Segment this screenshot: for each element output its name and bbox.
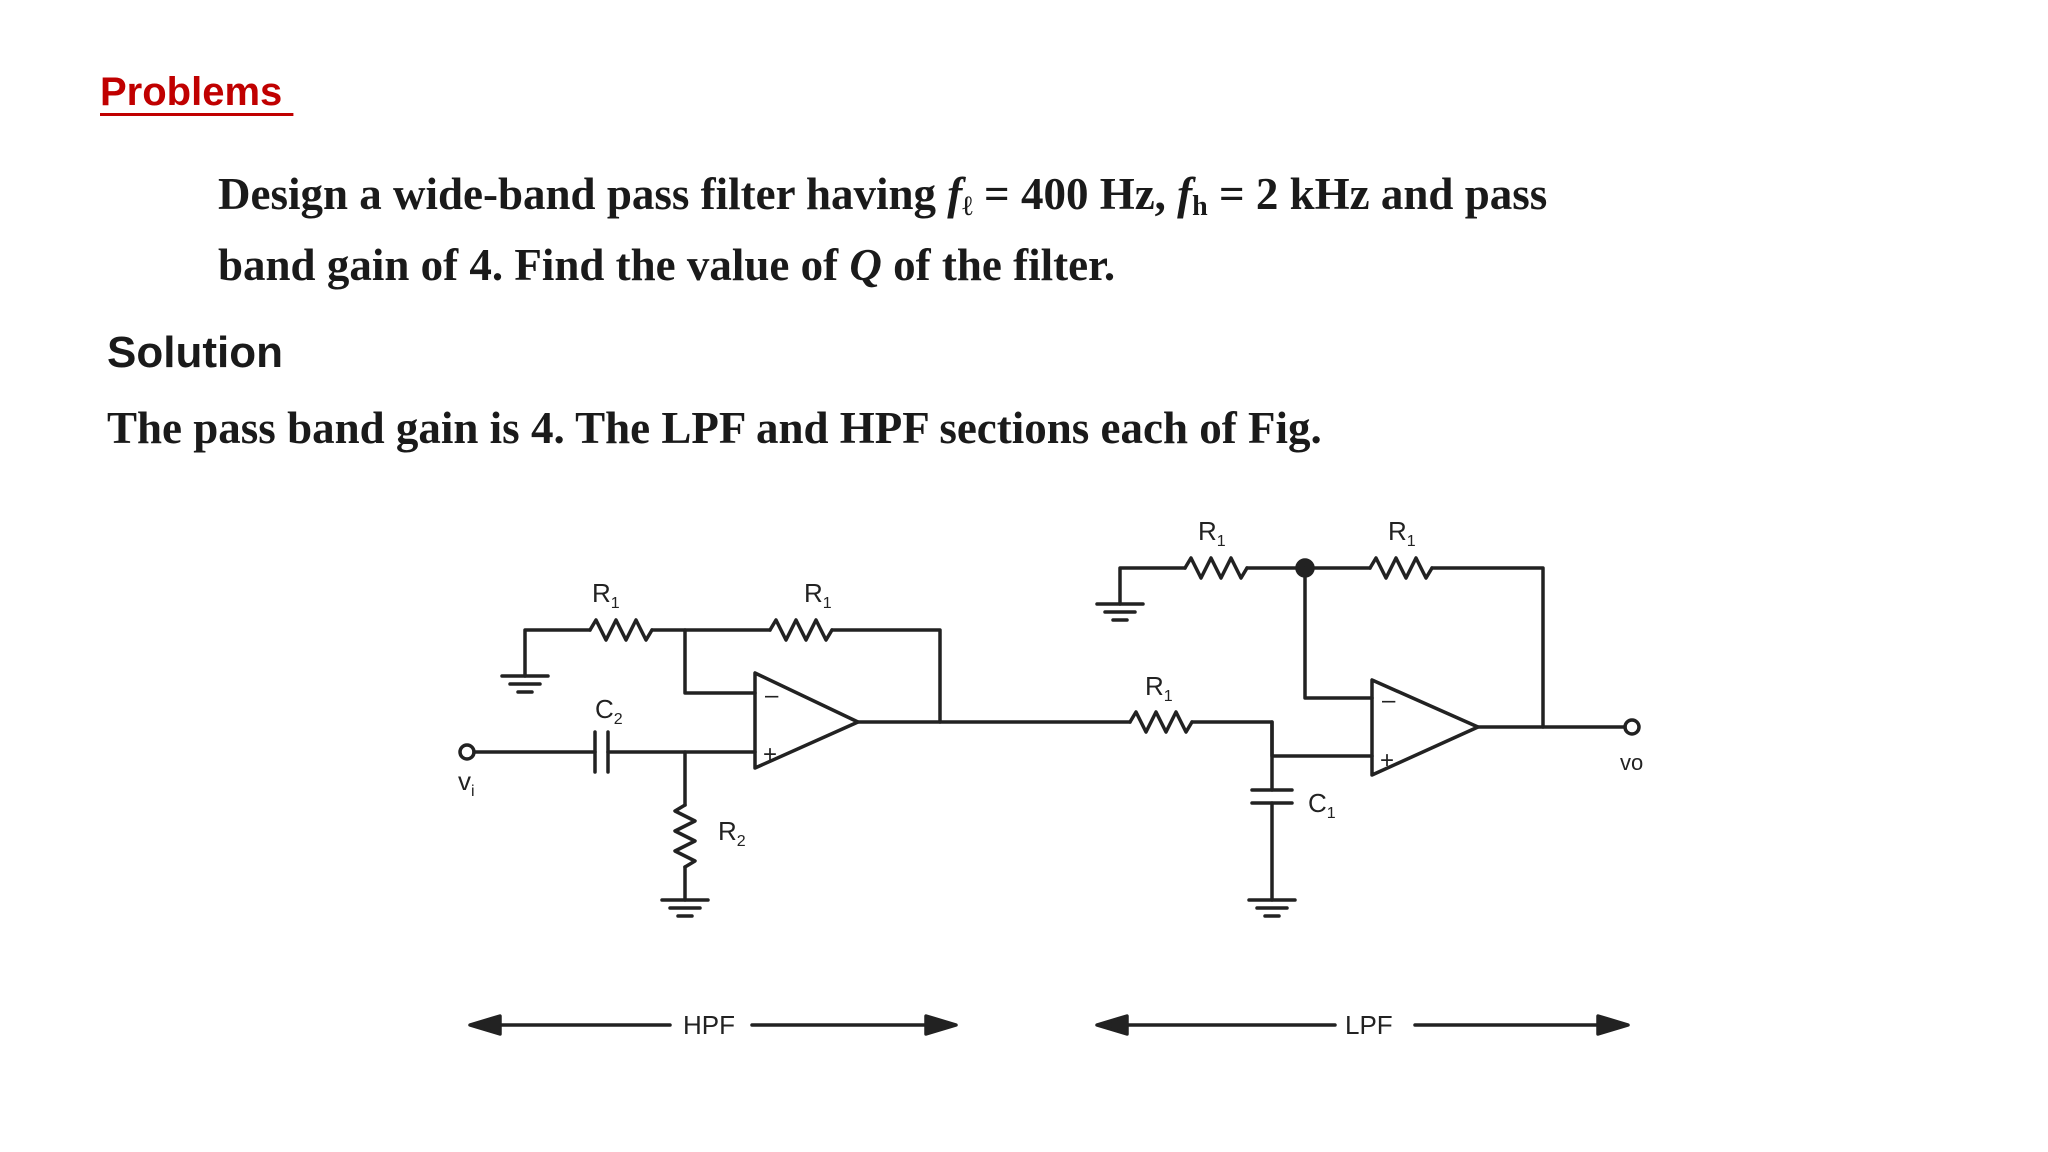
label-hpf: HPF	[683, 1010, 735, 1040]
label-vo: vo	[1620, 750, 1643, 775]
problem-text: band gain of 4. Find the value of	[218, 240, 850, 290]
arrow-right-icon	[1596, 1014, 1630, 1036]
label-c2: C2	[595, 694, 623, 728]
wire	[1430, 566, 1545, 729]
arrow-right-icon	[924, 1014, 958, 1036]
label-r1-hpf-input: R1	[592, 578, 620, 612]
input-terminal	[458, 743, 476, 761]
wire	[1190, 720, 1374, 758]
resistor-r1-hpf-input	[588, 618, 654, 642]
opamp-lpf-minus: –	[1382, 687, 1396, 714]
problem-text: = 400 Hz,	[972, 169, 1178, 219]
ground-icon	[1095, 566, 1187, 622]
label-lpf: LPF	[1345, 1010, 1393, 1040]
opamp-hpf	[753, 671, 860, 770]
fh-symbol: f	[1177, 169, 1193, 219]
opamp-lpf-plus: +	[1380, 747, 1394, 774]
label-vi: vi	[458, 766, 475, 800]
q-symbol: Q	[849, 240, 882, 290]
arrow-left-icon	[1095, 1014, 1129, 1036]
ground-icon	[500, 628, 592, 694]
label-r2: R2	[718, 816, 746, 850]
resistor-r1-lpf-input	[1128, 710, 1194, 734]
problem-text: Design a wide-band pass filter having	[218, 169, 948, 219]
resistor-r2	[673, 803, 697, 869]
opamp-lpf	[1370, 678, 1480, 777]
problem-text: of the filter.	[881, 240, 1116, 290]
wire	[830, 628, 942, 724]
label-r1-lpf-ground: R1	[1198, 516, 1226, 550]
opamp-hpf-minus: –	[765, 682, 779, 709]
fh-subscript: h	[1192, 191, 1208, 222]
label-r1-hpf-feedback: R1	[804, 578, 832, 612]
solution-text: The pass band gain is 4. The LPF and HPF…	[107, 403, 1322, 453]
ground-icon	[660, 898, 710, 918]
output-terminal	[1623, 718, 1641, 736]
fl-subscript: ℓ	[962, 191, 973, 222]
wire	[683, 628, 757, 695]
label-r1-lpf-input: R1	[1145, 671, 1173, 705]
fl-symbol: f	[947, 169, 963, 219]
problem-text: = 2 kHz and pass	[1207, 169, 1548, 219]
solution-title: Solution	[107, 328, 283, 377]
label-r1-lpf-feedback: R1	[1388, 516, 1416, 550]
resistor-r1-lpf-ground	[1183, 556, 1249, 580]
capacitor-c1	[1250, 788, 1294, 805]
wire	[1303, 566, 1374, 700]
ground-icon	[1247, 898, 1297, 918]
label-c1: C1	[1308, 788, 1336, 822]
opamp-hpf-plus: +	[763, 741, 777, 768]
resistor-r1-lpf-feedback	[1368, 556, 1434, 580]
resistor-r1-hpf-feedback	[768, 618, 834, 642]
problem-statement: Design a wide-band pass filter having fℓ…	[218, 165, 1868, 294]
capacitor-c2	[593, 730, 610, 774]
arrow-left-icon	[468, 1014, 502, 1036]
section-heading: Problems	[100, 70, 294, 114]
